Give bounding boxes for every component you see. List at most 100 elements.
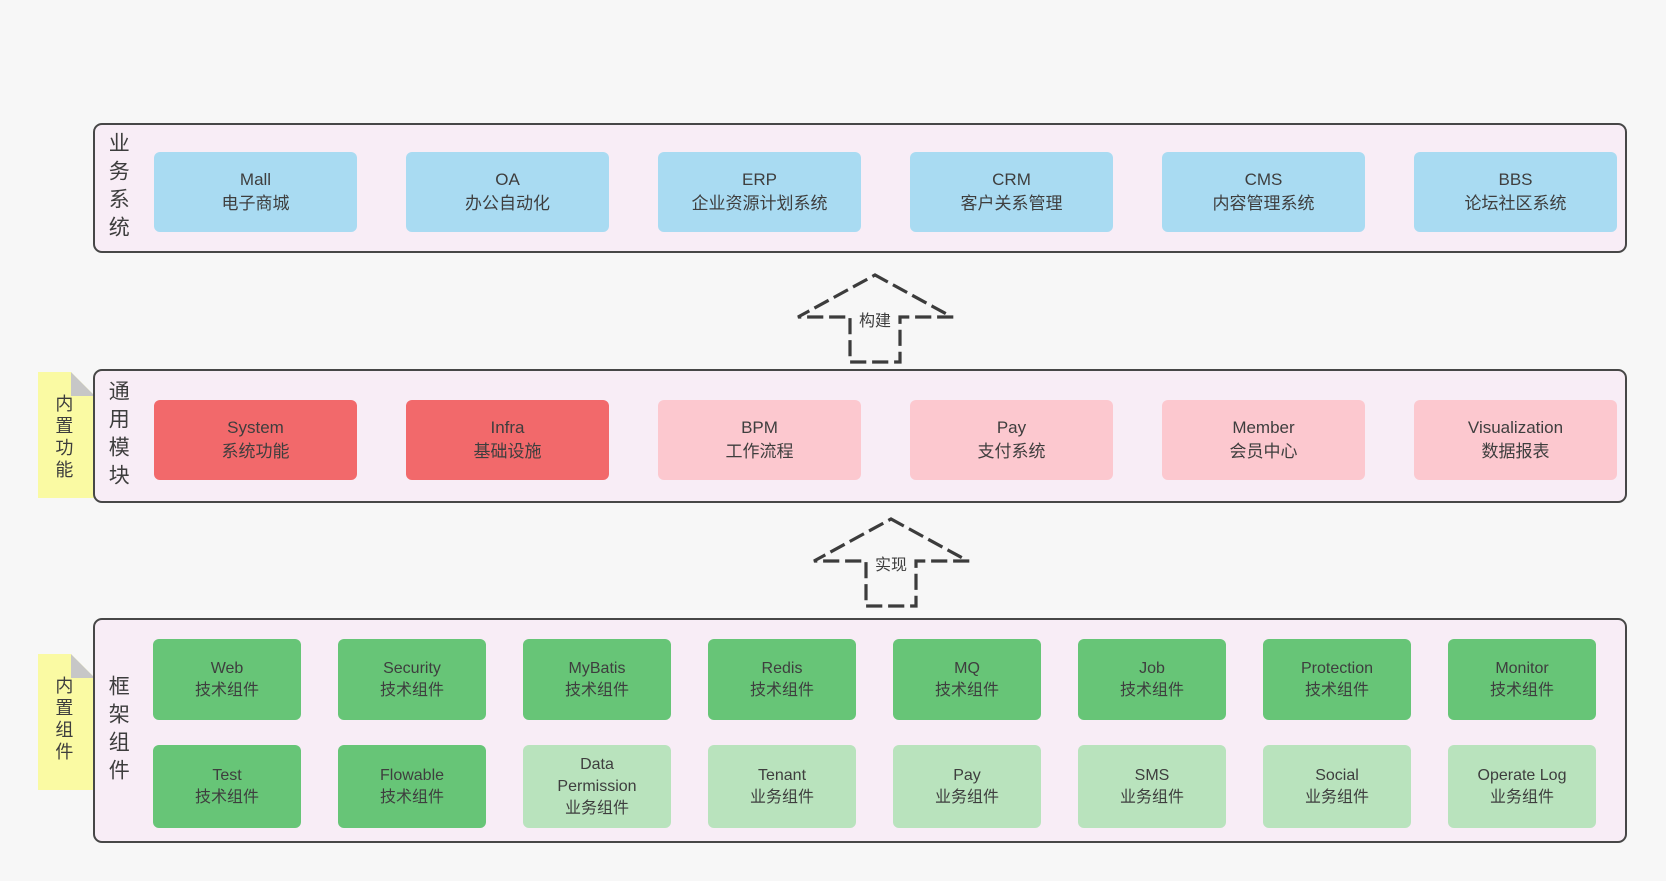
box-label-line: Social: [1315, 766, 1359, 784]
box-label-line: Tenant: [757, 766, 807, 784]
section-label: 通用模块: [106, 380, 130, 492]
box-label-line: OA: [495, 170, 520, 189]
box-label-line: 支付系统: [977, 442, 1046, 461]
build-arrow-up-icon: [797, 273, 953, 364]
box-label-line: Web: [210, 659, 244, 677]
box-label-line: ERP: [742, 170, 777, 189]
box-label-line: 业务组件: [564, 799, 629, 817]
box-label-line: CRM: [992, 170, 1031, 189]
box-label-line: 数据报表: [1481, 442, 1550, 461]
box-label-line: Mall: [239, 170, 272, 189]
box-label-line: 技术组件: [194, 788, 259, 806]
box-label-line: Pay: [996, 418, 1027, 437]
box-label-line: Protection: [1300, 659, 1374, 677]
box-label-line: 基础设施: [473, 442, 542, 461]
box-label-line: 技术组件: [934, 681, 999, 699]
box-label-line: Test: [212, 766, 242, 784]
box-label-line: 技术组件: [379, 788, 444, 806]
box-pay: Pay 支付系统: [910, 400, 1113, 480]
box-label-line: Operate Log: [1477, 766, 1567, 784]
box-label-line: 客户关系管理: [960, 194, 1063, 213]
box-web: Web 技术组件: [153, 639, 301, 720]
box-bpm: BPM 工作流程: [658, 400, 861, 480]
box-label-line: 业务组件: [1304, 788, 1369, 806]
box-sms: SMS 业务组件: [1078, 745, 1226, 828]
box-mall: Mall 电子商城: [154, 152, 357, 232]
box-label-line: Monitor: [1495, 659, 1549, 677]
box-label-line: 工作流程: [725, 442, 794, 461]
box-label-line: MQ: [954, 659, 980, 677]
box-crm: CRM 客户关系管理: [910, 152, 1113, 232]
folded-corner-icon: [71, 654, 95, 678]
sticky-tab-built-in-features: 内置功能: [38, 372, 95, 498]
build-arrow-label: 构建: [855, 306, 895, 332]
box-label-line: BPM: [741, 418, 778, 437]
box-member: Member 会员中心: [1162, 400, 1365, 480]
box-tenant: Tenant 业务组件: [708, 745, 856, 828]
box-infra: Infra 基础设施: [406, 400, 609, 480]
box-label-line: Flowable: [379, 766, 445, 784]
box-cms: CMS 内容管理系统: [1162, 152, 1365, 232]
box-visualization: Visualization 数据报表: [1414, 400, 1617, 480]
box-label-line: Infra: [490, 418, 525, 437]
sticky-tab-label: 内置组件: [53, 676, 74, 764]
box-label-line: Data: [580, 755, 614, 773]
box-pay-component: Pay 业务组件: [893, 745, 1041, 828]
implement-arrow-up-icon: [813, 517, 969, 608]
box-label-line: Job: [1139, 659, 1165, 677]
box-label-line: SMS: [1134, 766, 1170, 784]
box-label-line: 技术组件: [1489, 681, 1554, 699]
box-label-line: Member: [1232, 418, 1295, 437]
box-label-line: 技术组件: [749, 681, 814, 699]
box-bbs: BBS 论坛社区系统: [1414, 152, 1617, 232]
box-flowable: Flowable 技术组件: [338, 745, 486, 828]
box-label-line: 技术组件: [1304, 681, 1369, 699]
box-label-line: 技术组件: [194, 681, 259, 699]
box-mq: MQ 技术组件: [893, 639, 1041, 720]
box-test: Test 技术组件: [153, 745, 301, 828]
section-label: 框架组件: [106, 674, 130, 787]
box-label-line: 业务组件: [1489, 788, 1554, 806]
box-redis: Redis 技术组件: [708, 639, 856, 720]
box-label-line: 电子商城: [221, 194, 290, 213]
box-mybatis: MyBatis 技术组件: [523, 639, 671, 720]
box-job: Job 技术组件: [1078, 639, 1226, 720]
box-protection: Protection 技术组件: [1263, 639, 1411, 720]
box-label-line: 业务组件: [749, 788, 814, 806]
box-label-line: 会员中心: [1229, 442, 1298, 461]
box-label-line: BBS: [1498, 170, 1533, 189]
box-label-line: Permission: [557, 777, 637, 795]
sticky-tab-built-in-components: 内置组件: [38, 654, 95, 790]
box-label-line: Pay: [953, 766, 981, 784]
box-label-line: MyBatis: [568, 659, 626, 677]
box-label-line: System: [227, 418, 284, 437]
box-label-line: Visualization: [1467, 418, 1564, 437]
box-label-line: Security: [383, 659, 441, 677]
section-common-modules: 通用模块 System 系统功能 Infra 基础设施 BPM 工作流程 Pay 支付系统 Me…: [93, 369, 1627, 503]
box-social: Social 业务组件: [1263, 745, 1411, 828]
implement-arrow-label: 实现: [871, 550, 911, 576]
box-label-line: 技术组件: [379, 681, 444, 699]
box-monitor: Monitor 技术组件: [1448, 639, 1596, 720]
folded-corner-icon: [71, 372, 95, 396]
box-label-line: 系统功能: [221, 442, 290, 461]
sticky-tab-label: 内置功能: [53, 394, 74, 482]
box-label-line: 业务组件: [934, 788, 999, 806]
box-label-line: 技术组件: [564, 681, 629, 699]
section-label: 业务系统: [106, 132, 130, 244]
box-label-line: Redis: [761, 659, 803, 677]
box-label-line: 内容管理系统: [1212, 194, 1315, 213]
box-label-line: CMS: [1244, 170, 1283, 189]
box-label-line: 办公自动化: [465, 194, 550, 213]
box-label-line: 业务组件: [1119, 788, 1184, 806]
box-operate-log: Operate Log 业务组件: [1448, 745, 1596, 828]
box-label-line: 论坛社区系统: [1464, 194, 1567, 213]
box-system: System 系统功能: [154, 400, 357, 480]
box-label-line: 技术组件: [1119, 681, 1184, 699]
box-security: Security 技术组件: [338, 639, 486, 720]
